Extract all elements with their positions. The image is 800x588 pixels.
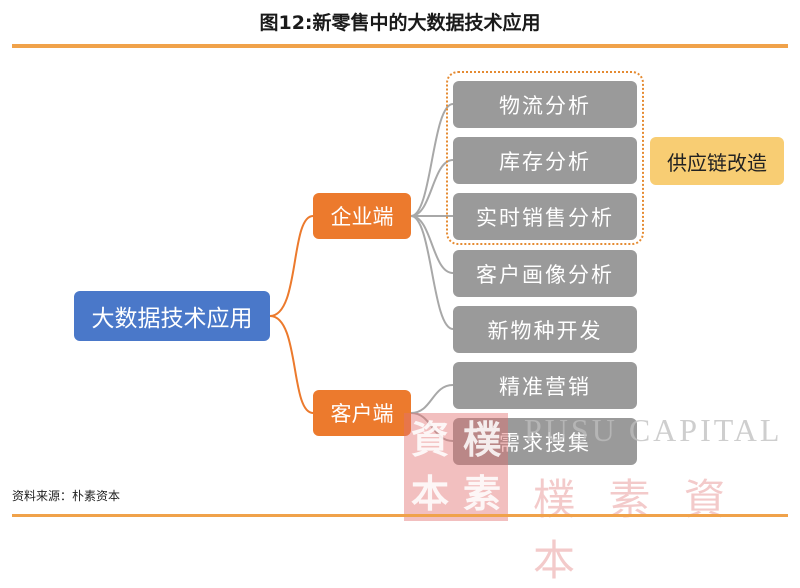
connector-b1-leaf4 (410, 215, 454, 274)
figure-title: 图12:新零售中的大数据技术应用 (259, 12, 541, 34)
supply-chain-callout: 供应链改造 (650, 137, 784, 185)
connector-root-branch2 (269, 315, 314, 414)
root-node: 大数据技术应用 (74, 291, 270, 341)
source-note: 资料来源：朴素资本 (12, 489, 121, 503)
branch-customer: 客户端 (313, 390, 411, 436)
supply-chain-group-outline (446, 71, 644, 245)
connector-b2-leaf1 (410, 384, 454, 414)
top-rule (12, 44, 788, 48)
leaf-customer-profile-analysis: 客户画像分析 (453, 250, 637, 297)
leaf-realtime-sales-analysis: 实时销售分析 (453, 193, 637, 240)
leaf-precision-marketing: 精准营销 (453, 362, 637, 409)
bottom-rule (12, 514, 788, 517)
connector-b1-leaf5 (410, 215, 454, 330)
connector-root-branch1 (269, 215, 314, 317)
leaf-inventory-analysis: 库存分析 (453, 137, 637, 184)
leaf-new-species-development: 新物种开发 (453, 306, 637, 353)
leaf-demand-collection: 需求搜集 (453, 418, 637, 465)
connector-lines (269, 103, 454, 442)
connector-b2-leaf2 (410, 412, 454, 442)
branch-enterprise: 企业端 (313, 193, 411, 239)
leaf-logistics-analysis: 物流分析 (453, 81, 637, 128)
